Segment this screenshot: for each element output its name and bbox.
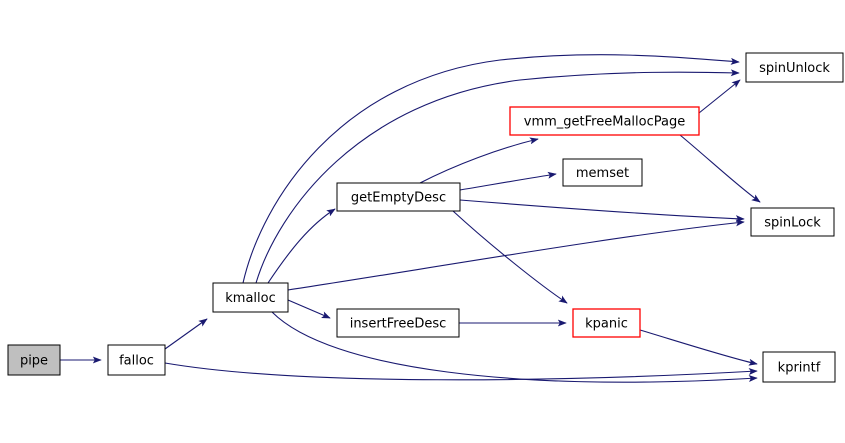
node-label-vmm_getFreeMallocPage: vmm_getFreeMallocPage: [524, 115, 685, 130]
edge-vmm_getFreeMallocPage-to-spinUnlock: [698, 79, 741, 114]
node-box-falloc[interactable]: [107, 344, 166, 376]
node-label-kpanic: kpanic: [585, 317, 628, 332]
node-insertFreeDesc[interactable]: insertFreeDesc: [336, 308, 460, 338]
node-label-spinLock: spinLock: [764, 216, 821, 231]
nodes-layer: pipe falloc kmalloc getEmptyDesc insertFreeD…: [7, 52, 844, 383]
node-box-getEmptyDesc[interactable]: [336, 182, 461, 212]
edge-getEmptyDesc-to-vmm_getFreeMallocPage: [419, 137, 539, 184]
node-kprintf[interactable]: kprintf: [762, 351, 836, 383]
node-box-kmalloc[interactable]: [212, 282, 289, 313]
node-box-kpanic[interactable]: [572, 308, 641, 338]
node-label-insertFreeDesc: insertFreeDesc: [350, 317, 447, 332]
edge-vmm_getFreeMallocPage-to-spinLock: [679, 134, 761, 203]
node-getEmptyDesc[interactable]: getEmptyDesc: [336, 182, 461, 212]
node-label-memset: memset: [576, 166, 629, 181]
edge-getEmptyDesc-to-kpanic: [452, 210, 568, 304]
node-box-memset[interactable]: [562, 158, 643, 187]
node-falloc[interactable]: falloc: [107, 344, 166, 376]
edge-kmalloc-to-spinUnlock: [255, 69, 740, 284]
edge-kmalloc-to-kprintf: [271, 311, 758, 383]
node-vmm_getFreeMallocPage[interactable]: vmm_getFreeMallocPage: [509, 106, 700, 136]
node-kpanic[interactable]: kpanic: [572, 308, 641, 338]
edge-kmalloc-to-spinUnlock: [242, 54, 740, 284]
node-spinLock[interactable]: spinLock: [750, 207, 835, 237]
edge-kmalloc-to-spinLock: [287, 219, 745, 291]
edge-falloc-to-kmalloc: [164, 318, 208, 350]
edge-kmalloc-to-insertFreeDesc: [287, 299, 331, 319]
edge-getEmptyDesc-to-memset: [459, 171, 557, 191]
node-kmalloc[interactable]: kmalloc: [212, 282, 289, 313]
edge-getEmptyDesc-to-spinLock: [459, 199, 745, 223]
node-label-kmalloc: kmalloc: [225, 291, 275, 306]
node-box-kprintf[interactable]: [762, 351, 836, 383]
node-box-insertFreeDesc[interactable]: [336, 308, 460, 338]
node-label-kprintf: kprintf: [778, 361, 821, 376]
edge-kmalloc-to-getEmptyDesc: [267, 208, 336, 284]
node-label-falloc: falloc: [119, 354, 154, 369]
edges-layer: [60, 54, 761, 383]
node-box-spinLock[interactable]: [750, 207, 835, 237]
node-box-pipe[interactable]: [7, 344, 61, 376]
node-spinUnlock[interactable]: spinUnlock: [745, 52, 844, 83]
edge-kpanic-to-kprintf: [639, 329, 758, 366]
edge-falloc-to-kprintf: [164, 362, 758, 381]
node-box-vmm_getFreeMallocPage[interactable]: [509, 106, 700, 136]
node-label-pipe: pipe: [20, 354, 48, 369]
node-pipe[interactable]: pipe: [7, 344, 61, 376]
node-label-getEmptyDesc: getEmptyDesc: [351, 191, 446, 206]
node-label-spinUnlock: spinUnlock: [759, 61, 830, 76]
node-memset[interactable]: memset: [562, 158, 643, 187]
node-box-spinUnlock[interactable]: [745, 52, 844, 83]
